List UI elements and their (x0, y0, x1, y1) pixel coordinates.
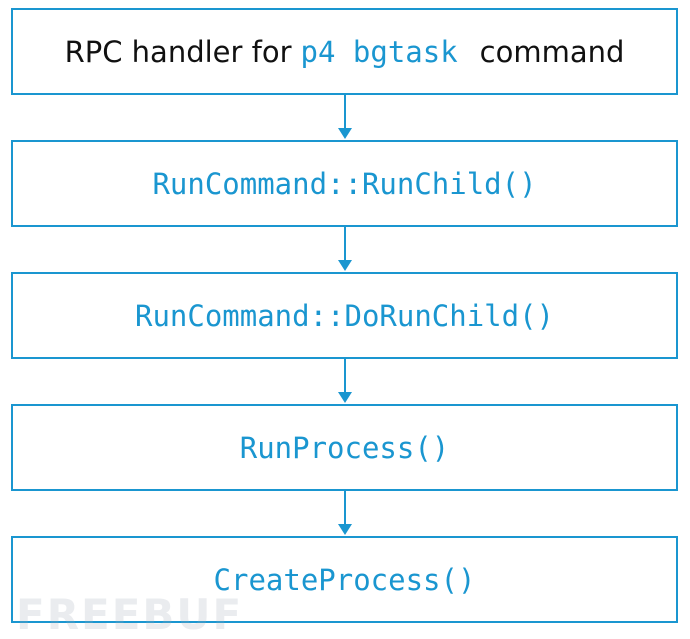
step-code-function: RunProcess() (239, 430, 450, 465)
step-label-suffix: command (479, 34, 625, 69)
arrow-shaft (344, 227, 346, 261)
flow-arrow-2 (338, 227, 352, 272)
flow-step-runchild: RunCommand::RunChild() (11, 140, 678, 227)
flow-step-dorunchild: RunCommand::DoRunChild() (11, 272, 678, 359)
step-label-text: RPC handler for (64, 34, 292, 69)
step-code-function: RunCommand::DoRunChild() (134, 298, 555, 333)
arrow-head-icon (338, 524, 352, 535)
arrow-head-icon (338, 260, 352, 271)
flow-arrow-3 (338, 359, 352, 404)
arrow-head-icon (338, 128, 352, 139)
flow-step-rpc-handler: RPC handler for p4 bgtask command (11, 8, 678, 95)
flow-step-createprocess: CreateProcess() (11, 536, 678, 623)
step-code-command: p4 bgtask (300, 34, 458, 69)
step-code-function: CreateProcess() (213, 562, 476, 597)
arrow-shaft (344, 491, 346, 525)
arrow-shaft (344, 95, 346, 129)
arrow-head-icon (338, 392, 352, 403)
watermark: FREEBUF (16, 590, 244, 639)
flow-arrow-4 (338, 491, 352, 536)
flow-step-runprocess: RunProcess() (11, 404, 678, 491)
step-code-function: RunCommand::RunChild() (152, 166, 537, 201)
flow-arrow-1 (338, 95, 352, 140)
arrow-shaft (344, 359, 346, 393)
